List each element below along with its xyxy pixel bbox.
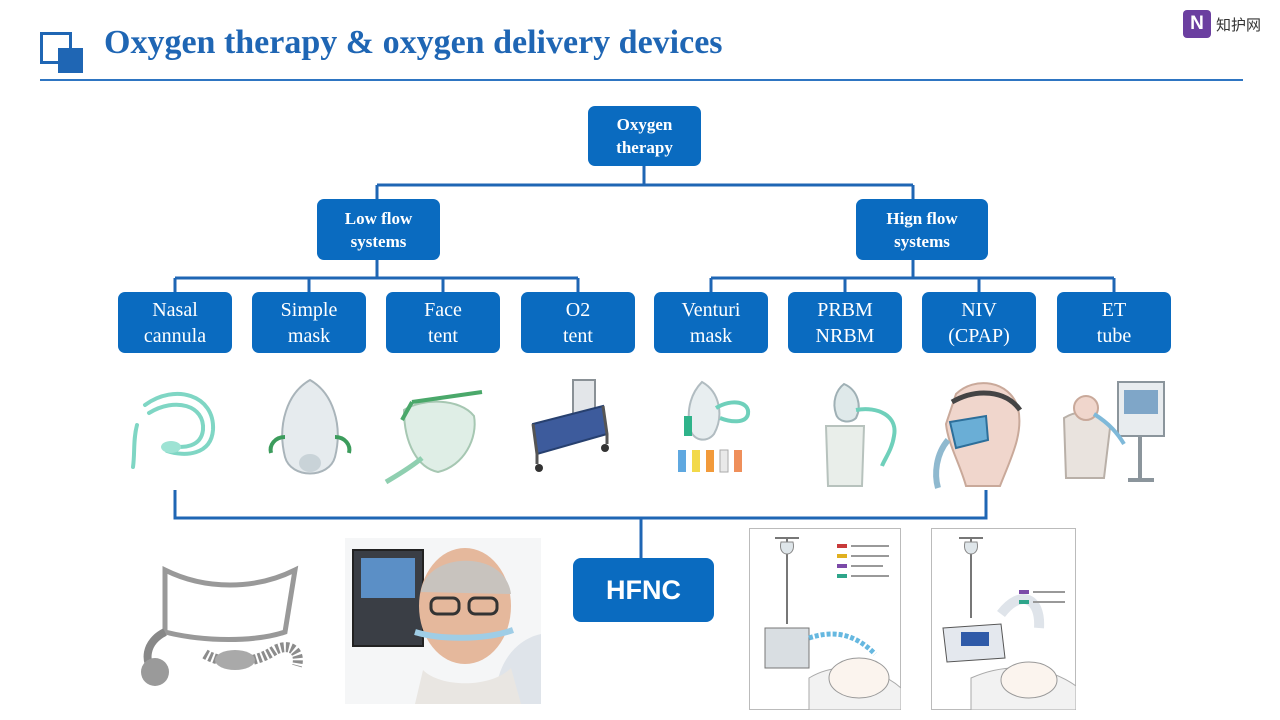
node-label-line2: tent <box>563 324 593 347</box>
hfnc-node: HFNC <box>573 558 714 622</box>
node-label-line1: Nasal <box>152 298 198 321</box>
patient-on-hfnc-photo <box>345 538 541 704</box>
node-label-line2: mask <box>689 324 733 347</box>
node-label-line1: Low flow <box>344 208 413 228</box>
node-label-line2: systems <box>350 231 407 251</box>
title-divider <box>40 79 1243 81</box>
brand-logo: N 知护网 <box>1183 10 1261 38</box>
niv-cpap-node: NIV (CPAP) <box>922 292 1036 353</box>
low-flow-systems-node: Low flow systems <box>317 199 440 260</box>
node-label-line2: cannula <box>143 324 207 347</box>
low-flow-connector <box>173 260 580 293</box>
cpap-mask-image <box>933 382 1023 489</box>
node-label-line2: therapy <box>616 138 673 157</box>
face-tent-node: Face tent <box>386 292 500 353</box>
root-to-level2-connector <box>375 166 915 200</box>
venturi-mask-image <box>678 380 751 473</box>
hfnc-bracket-connector <box>173 490 988 558</box>
title-square-icon <box>40 32 84 74</box>
logo-mark: N <box>1183 10 1211 38</box>
simple-mask-image <box>268 378 352 475</box>
hfnc-setup-diagram-infant <box>931 528 1076 710</box>
nasal-cannula-image <box>131 391 216 469</box>
node-label-line1: Face <box>424 298 462 321</box>
node-label-line1: Venturi <box>681 298 741 321</box>
o2-tent-node: O2 tent <box>521 292 635 353</box>
node-label-line2: systems <box>894 231 950 251</box>
hfnc-cannula-image <box>141 565 303 686</box>
node-label-line1: Hign flow <box>886 208 958 228</box>
hfnc-label: HFNC <box>606 574 681 605</box>
o2-tent-image <box>531 379 609 472</box>
high-flow-systems-node: Hign flow systems <box>856 199 988 260</box>
hfnc-setup-diagram-adult <box>749 528 901 710</box>
node-label-line2: tube <box>1096 324 1132 347</box>
nasal-cannula-node: Nasal cannula <box>118 292 232 353</box>
ventilator-et-tube-image <box>1062 381 1165 482</box>
node-label-line1: Oxygen <box>616 115 673 134</box>
simple-mask-node: Simple mask <box>252 292 366 353</box>
node-label-line2: (CPAP) <box>948 324 1010 347</box>
prbm-nrbm-node: PRBM NRBM <box>788 292 902 353</box>
logo-text: 知护网 <box>1216 15 1262 34</box>
node-label-line1: PRBM <box>817 298 873 321</box>
node-label-line2: NRBM <box>815 324 875 347</box>
high-flow-connector <box>709 260 1116 293</box>
non-rebreather-mask-image <box>824 382 897 487</box>
node-label-line2: tent <box>428 324 458 347</box>
page-title: Oxygen therapy & oxygen delivery devices <box>104 24 723 61</box>
oxygen-therapy-node: Oxygen therapy <box>588 106 701 166</box>
node-label-line1: Simple <box>280 298 338 321</box>
et-tube-node: ET tube <box>1057 292 1171 353</box>
node-label-line1: O2 <box>565 298 591 321</box>
node-label-line1: NIV <box>961 298 997 321</box>
node-label-line1: ET <box>1101 298 1127 321</box>
node-label-line2: mask <box>287 324 331 347</box>
face-tent-image <box>384 390 483 485</box>
venturi-mask-node: Venturi mask <box>654 292 768 353</box>
